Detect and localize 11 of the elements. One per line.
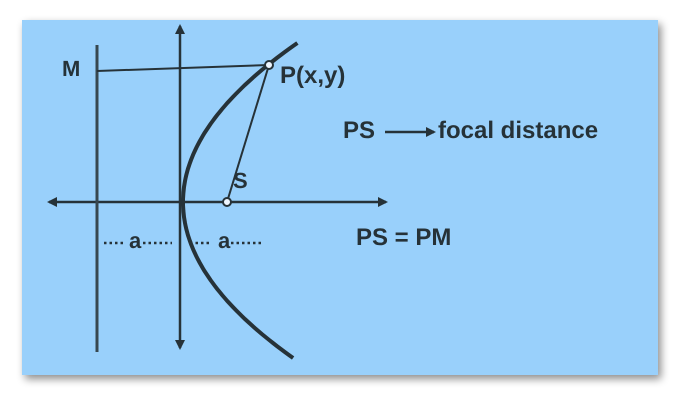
connector-line — [96, 64, 266, 72]
point-name: S — [233, 170, 248, 192]
point-name: PS — [343, 119, 376, 143]
dimension-label: a — [218, 230, 230, 252]
arrow — [385, 127, 436, 137]
dimension-label: a — [129, 230, 142, 252]
point-name: focal distance — [438, 119, 598, 143]
connector-line — [227, 68, 269, 198]
equation-text: PS = PM — [356, 226, 452, 250]
point-name: P(x,y) — [280, 64, 346, 88]
point-name: M — [62, 58, 80, 80]
